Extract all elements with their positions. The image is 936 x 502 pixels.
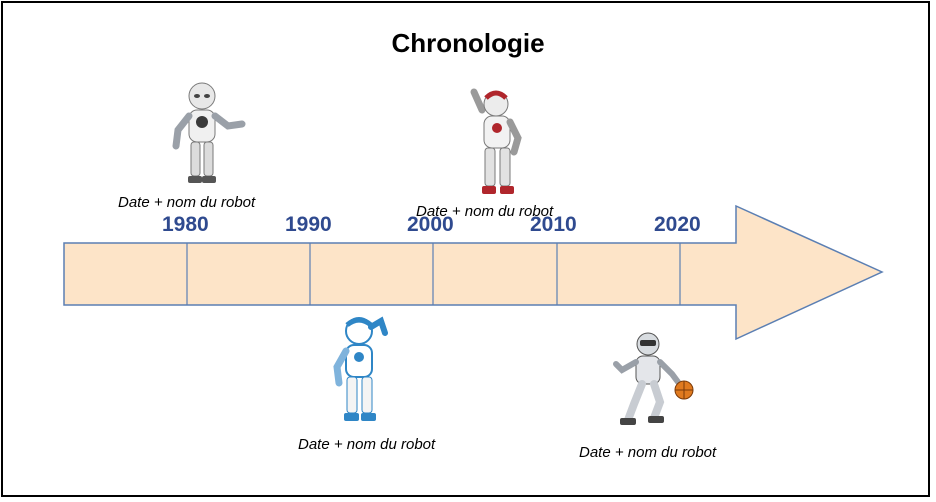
year-label-2010: 2010 bbox=[530, 213, 577, 236]
year-label-1980: 1980 bbox=[162, 213, 209, 236]
nao-robot-red-icon bbox=[470, 88, 522, 194]
page-title: Chronologie bbox=[391, 28, 545, 58]
basketball-robot-icon bbox=[613, 332, 694, 425]
year-label-2020: 2020 bbox=[654, 213, 701, 236]
robot-caption-1: Date + nom du robot bbox=[118, 194, 256, 211]
timeline-arrow-shape bbox=[63, 204, 884, 341]
year-label-1990: 1990 bbox=[285, 213, 332, 236]
year-label-2000: 2000 bbox=[407, 213, 454, 236]
robot-caption-2: Date + nom du robot bbox=[416, 203, 554, 220]
nao-robot-gray-icon bbox=[172, 82, 246, 183]
robot-caption-3: Date + nom du robot bbox=[298, 436, 436, 453]
nao-robot-blue-icon bbox=[333, 316, 388, 421]
robot-caption-4: Date + nom du robot bbox=[579, 444, 717, 461]
